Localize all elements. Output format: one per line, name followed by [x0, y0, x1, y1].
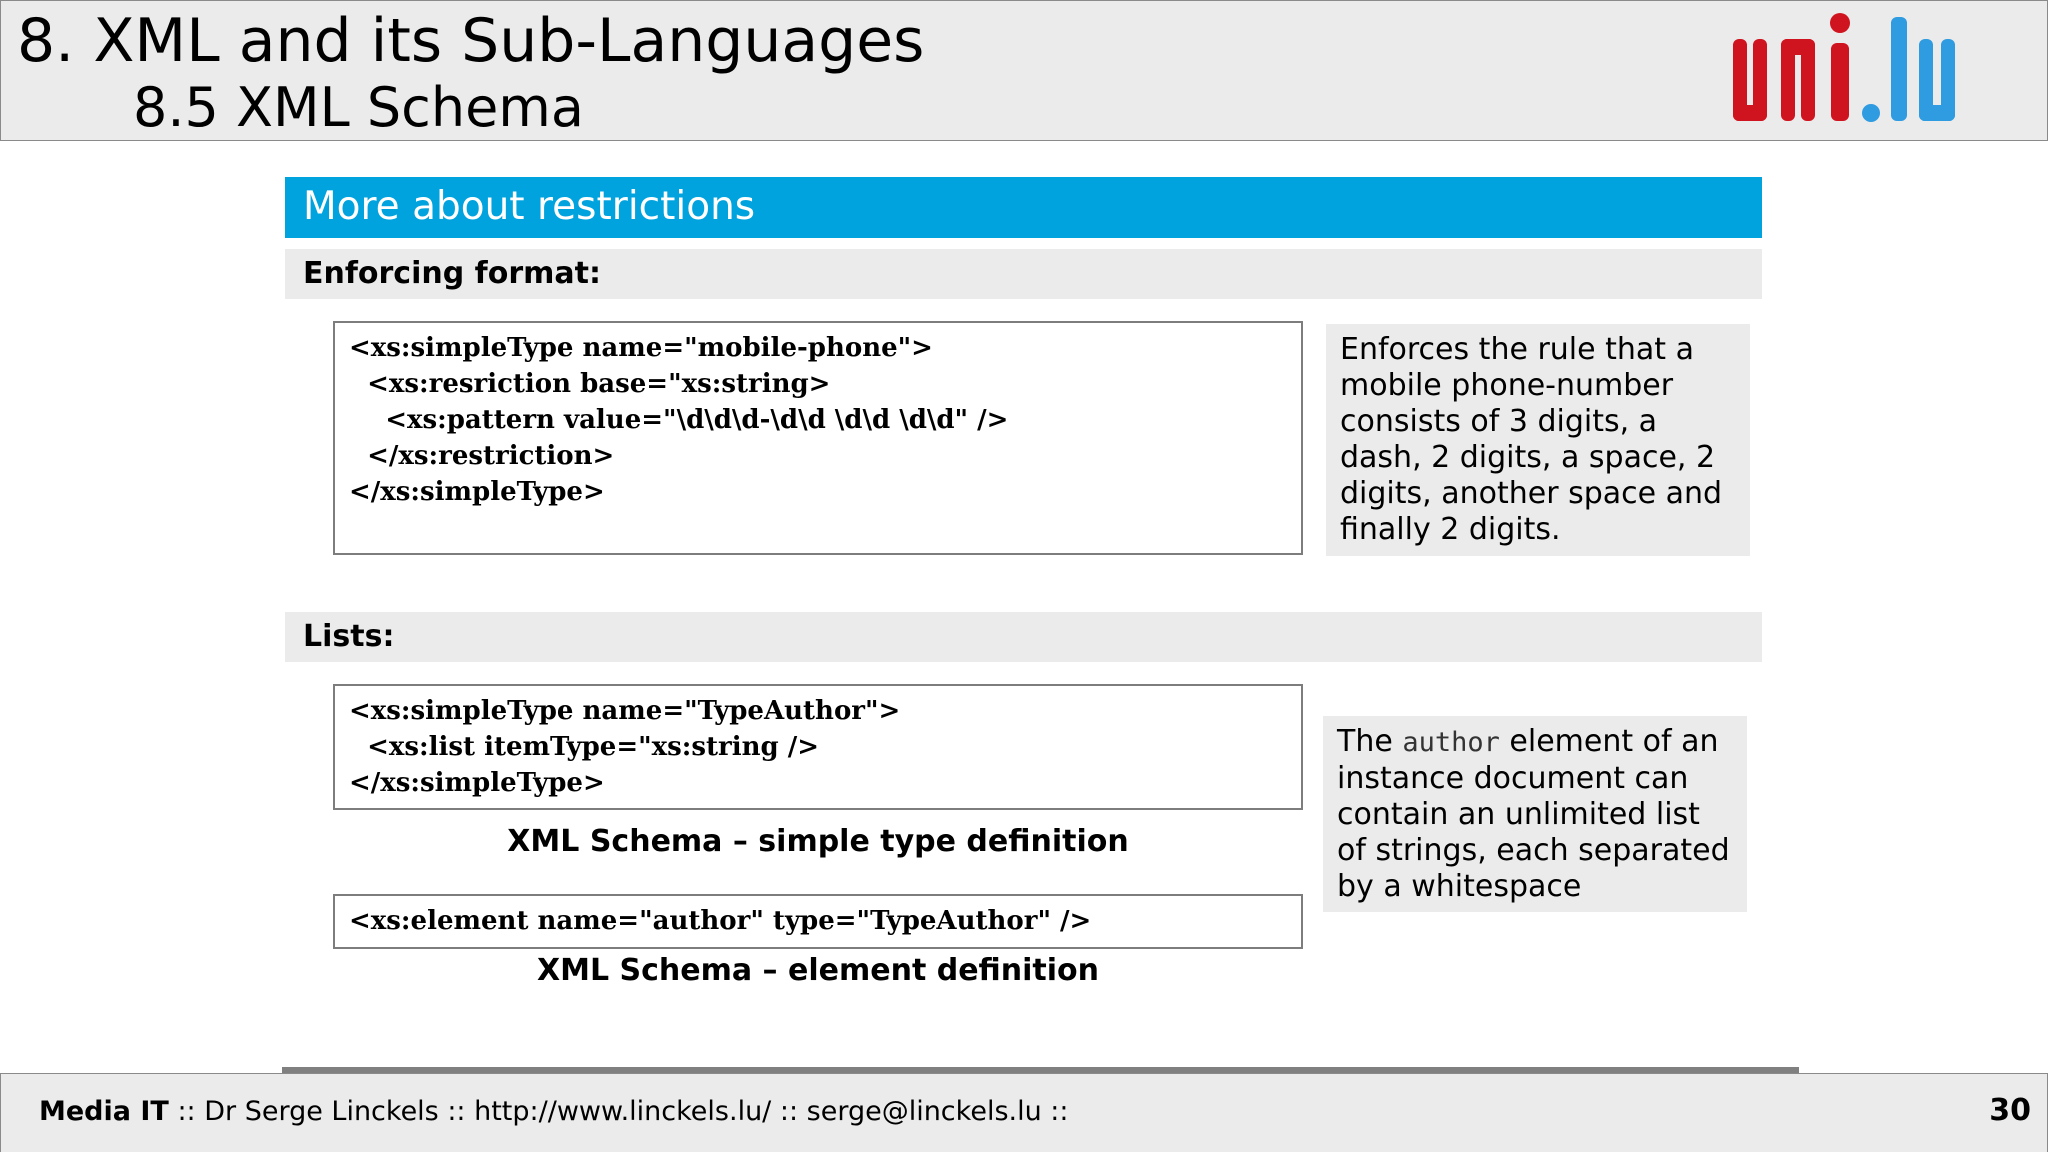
code-box-mobile-phone: <xs:simpleType name="mobile-phone"> <xs:…: [333, 321, 1303, 555]
note-lists-text-end: element of an instance document can cont…: [1337, 724, 1730, 904]
footer-course: Media IT: [39, 1096, 169, 1127]
subheading-bar-format: Enforcing format:: [285, 249, 1762, 299]
slide-header: 8. XML and its Sub-Languages 8.5 XML Sch…: [0, 0, 2048, 141]
caption-simple-type: XML Schema – simple type definition: [507, 824, 1129, 859]
caption-element: XML Schema – element definition: [536, 953, 1100, 988]
page-number: 30: [1989, 1093, 2031, 1128]
footer-credits: :: Dr Serge Linckels :: http://www.linck…: [168, 1096, 1069, 1127]
code-line: <xs:resriction base="xs:string>: [349, 369, 831, 399]
section-title: More about restrictions: [303, 184, 756, 229]
subheading-lists: Lists:: [303, 619, 395, 654]
subheading-format: Enforcing format:: [303, 256, 601, 291]
code-line: <xs:pattern value="\d\d\d-\d\d \d\d \d\d…: [349, 405, 1009, 435]
code-line: </xs:simpleType>: [349, 477, 605, 507]
code-line: </xs:simpleType>: [349, 768, 605, 798]
uni-lu-logo: [1733, 13, 1955, 122]
code-box-type-author: <xs:simpleType name="TypeAuthor"> <xs:li…: [333, 684, 1303, 810]
slide-subtitle: 8.5 XML Schema: [133, 76, 584, 139]
code-line: <xs:simpleType name="TypeAuthor">: [349, 696, 901, 726]
footer-text: Media IT :: Dr Serge Linckels :: http://…: [39, 1096, 1068, 1128]
slide-footer: Media IT :: Dr Serge Linckels :: http://…: [0, 1073, 2048, 1152]
code-line: <xs:simpleType name="mobile-phone">: [349, 333, 933, 363]
note-lists-code: author: [1402, 727, 1500, 758]
code-line: </xs:restriction>: [349, 441, 615, 471]
footer-divider: [282, 1067, 1799, 1076]
slide-title: 8. XML and its Sub-Languages: [17, 6, 925, 76]
subheading-bar-lists: Lists:: [285, 612, 1762, 662]
note-format: Enforces the rule that a mobile phone-nu…: [1326, 324, 1750, 556]
code-line: <xs:list itemType="xs:string />: [349, 732, 820, 762]
note-lists: The author element of an instance docume…: [1323, 716, 1747, 912]
section-title-bar: More about restrictions: [285, 177, 1762, 238]
code-line: <xs:element name="author" type="TypeAuth…: [349, 906, 1092, 936]
note-lists-text-start: The: [1337, 724, 1403, 759]
code-box-element: <xs:element name="author" type="TypeAuth…: [333, 894, 1303, 949]
